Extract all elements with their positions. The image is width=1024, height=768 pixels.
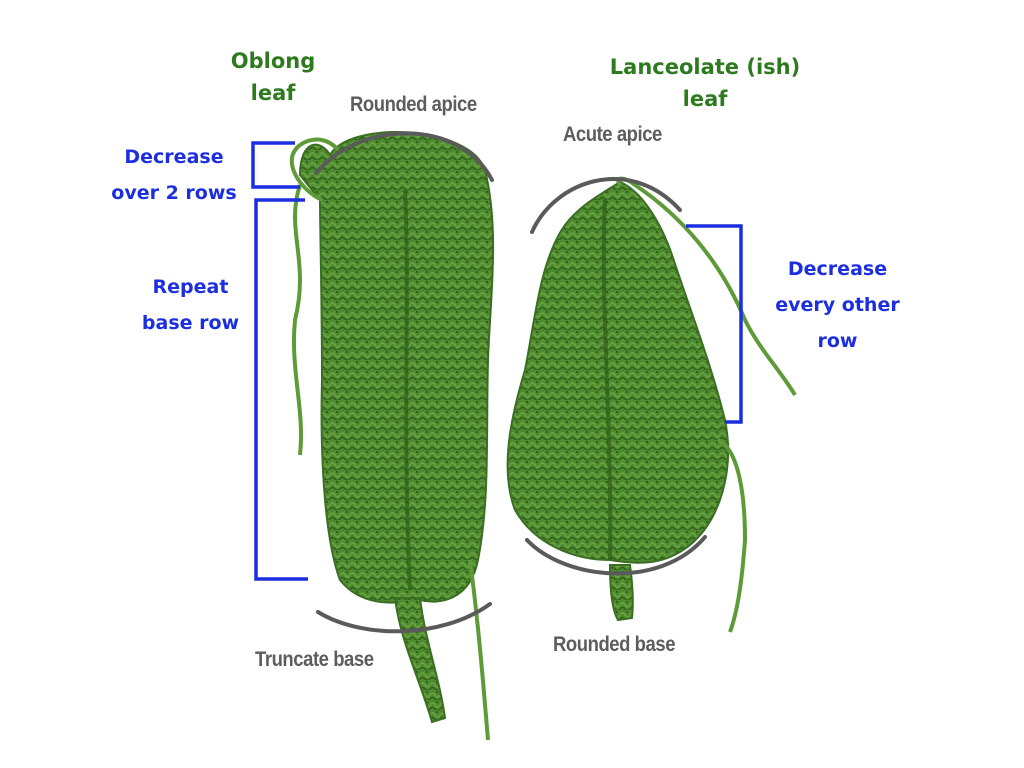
annotation-brackets: [251, 141, 743, 581]
rounded-base-label: Rounded base: [553, 633, 676, 656]
decrease-every-other-bracket: [686, 224, 743, 424]
truncate-base-label: Truncate base: [255, 648, 374, 671]
truncate-base-arc: [316, 602, 492, 634]
title-line: leaf: [250, 81, 296, 105]
lanceolate-leaf: [506, 176, 797, 633]
title-line: Oblong: [230, 49, 316, 73]
title-line: leaf: [682, 87, 728, 111]
decrease-two-rows-bracket: [251, 141, 300, 189]
repeat-base-row-bracket: [254, 198, 308, 581]
oblong-leaf-title: Oblong leaf: [218, 45, 328, 109]
note-line: Decrease: [124, 146, 224, 168]
note-line: Decrease: [787, 258, 888, 280]
acute-apex-arc: [530, 177, 682, 234]
note-line: Repeat: [152, 276, 229, 298]
rounded-apice-label: Rounded apice: [350, 93, 477, 116]
decrease-every-other-note: Decrease every other row: [765, 251, 910, 359]
shape-arcs: [314, 131, 707, 634]
decrease-two-rows-note: Decrease over 2 rows: [103, 139, 245, 211]
lanceolate-leaf-title: Lanceolate (ish) leaf: [590, 51, 820, 115]
acute-apice-label: Acute apice: [563, 123, 662, 146]
note-line: every other: [775, 294, 900, 316]
note-line: over 2 rows: [111, 182, 237, 204]
repeat-base-row-note: Repeat base row: [133, 269, 248, 341]
title-line: Lanceolate (ish): [609, 55, 801, 79]
rounded-apex-arc: [314, 131, 494, 182]
rounded-base-arc: [525, 535, 707, 576]
note-line: base row: [141, 312, 240, 334]
note-line: row: [817, 330, 858, 352]
